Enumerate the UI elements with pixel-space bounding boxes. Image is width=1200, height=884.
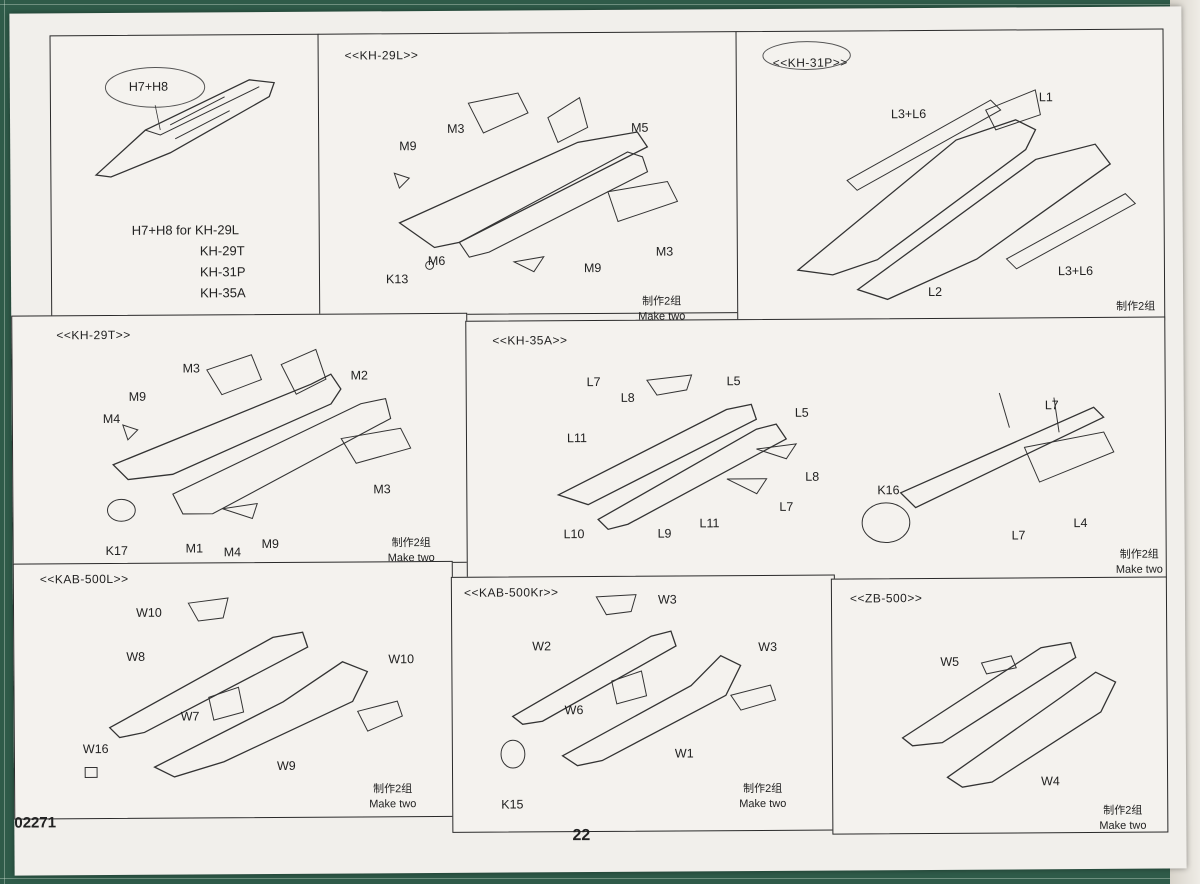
- make-two-note: 制作2组 Make two: [1115, 548, 1163, 576]
- part-label: L3+L6: [890, 106, 927, 122]
- kh29l-drawing: [393, 92, 679, 273]
- part-label: W10: [388, 652, 415, 667]
- part-label: M9: [583, 260, 602, 276]
- part-label: W7: [180, 709, 200, 724]
- usage-list: H7+H8 for KH-29L KH-29T KH-31P KH-35A: [132, 219, 246, 304]
- part-label: K17: [105, 543, 128, 559]
- part-label: M9: [399, 139, 417, 154]
- part-label: L1: [1038, 90, 1053, 105]
- part-label: M3: [373, 482, 391, 497]
- part-label: M3: [655, 244, 674, 259]
- panel-kh31p: <<KH-31P>> L3+L6 L1 L3+L6 L2 制作2组 Make t…: [735, 28, 1166, 328]
- part-label: M4: [102, 411, 121, 427]
- part-label: W6: [564, 703, 584, 718]
- part-label: M2: [350, 368, 369, 383]
- usage-item: KH-35A: [200, 285, 246, 301]
- make-two-note: 制作2组 Make two: [1099, 804, 1147, 832]
- panel-h7h8: H7+H8 H7+H8 for KH-29L KH-29T KH-31P KH-…: [49, 33, 322, 318]
- make-two-note: 制作2组 Make two: [739, 782, 787, 811]
- panel-kh29l: <<KH-29L>> M3 M5 M9 M3 M6 K13 M9 制作2组 Ma…: [317, 31, 740, 323]
- panel-zb500: <<ZB-500>> W5 W4 制作2组 Make two: [830, 576, 1169, 835]
- kh35a-drawing: [556, 374, 1115, 544]
- part-label: L8: [805, 469, 820, 484]
- part-label: K16: [877, 483, 900, 498]
- part-label: L11: [699, 516, 720, 531]
- pylon-drawing: [94, 67, 276, 178]
- make-two-note: 制作2组 Make two: [369, 783, 417, 811]
- usage-item: KH-31P: [199, 264, 246, 280]
- part-label: K15: [501, 797, 524, 812]
- part-label: L5: [794, 405, 809, 420]
- part-label: M9: [128, 389, 147, 404]
- kit-code: 02271: [14, 814, 57, 832]
- part-label: M3: [447, 121, 465, 136]
- part-label: L11: [566, 431, 587, 446]
- part-label: M6: [427, 253, 446, 269]
- page-number: 22: [572, 827, 591, 845]
- part-label: L7: [1011, 528, 1026, 543]
- part-label: W3: [758, 639, 778, 655]
- part-label: M3: [182, 361, 200, 376]
- zb500-drawing: [901, 641, 1117, 788]
- panel-title: <<KH-31P>>: [772, 55, 848, 70]
- part-label: W3: [657, 592, 677, 607]
- part-label: L5: [726, 374, 741, 389]
- part-label: W5: [940, 654, 960, 669]
- callout-label: H7+H8: [128, 79, 169, 94]
- part-label: L7: [1044, 398, 1059, 413]
- part-label: K13: [385, 272, 409, 287]
- part-label: L4: [1073, 516, 1088, 531]
- part-label: W16: [82, 741, 109, 757]
- part-label: L7: [779, 499, 794, 514]
- usage-item: KH-29T: [199, 243, 245, 259]
- part-label: L2: [928, 284, 943, 299]
- kh29t-drawing: [106, 348, 412, 522]
- instruction-sheet: H7+H8 H7+H8 for KH-29L KH-29T KH-31P KH-…: [9, 6, 1187, 876]
- panel-kab500kr: <<KAB-500Kr>> W3 W2 W3 W6 W1 K15 制作2组 Ma…: [450, 574, 837, 833]
- part-label: M4: [223, 545, 242, 560]
- part-label: M5: [631, 120, 649, 135]
- kab500l-drawing: [84, 597, 403, 778]
- usage-item: H7+H8 for KH-29L: [131, 222, 240, 238]
- part-label: L8: [620, 390, 635, 405]
- part-label: W2: [532, 639, 552, 654]
- part-label: L7: [586, 374, 601, 390]
- kab500kr-drawing: [500, 594, 777, 769]
- panel-kh35a: <<KH-35A>> L7 L8 L5 L5 L11 L8 L7 L10 L9 …: [465, 316, 1167, 583]
- part-label: W9: [276, 758, 296, 773]
- part-label: W10: [135, 605, 162, 620]
- part-label: M9: [261, 536, 280, 552]
- kh31p-drawing: [762, 41, 1137, 301]
- part-label: W8: [126, 649, 146, 664]
- part-label: L3+L6: [1057, 263, 1094, 279]
- part-label: L10: [563, 527, 585, 542]
- panel-kab500l: <<KAB-500L>> W10 W8 W10 W7 W16 W9 制作2组 M…: [12, 560, 455, 820]
- part-label: W1: [674, 746, 694, 761]
- panel-kh29t: <<KH-29T>> M3 M2 M9 M4 M3 K17 M1 M4 M9 制…: [11, 312, 469, 566]
- part-label: M1: [185, 541, 204, 556]
- part-label: W4: [1041, 774, 1060, 789]
- part-label: L9: [657, 526, 672, 541]
